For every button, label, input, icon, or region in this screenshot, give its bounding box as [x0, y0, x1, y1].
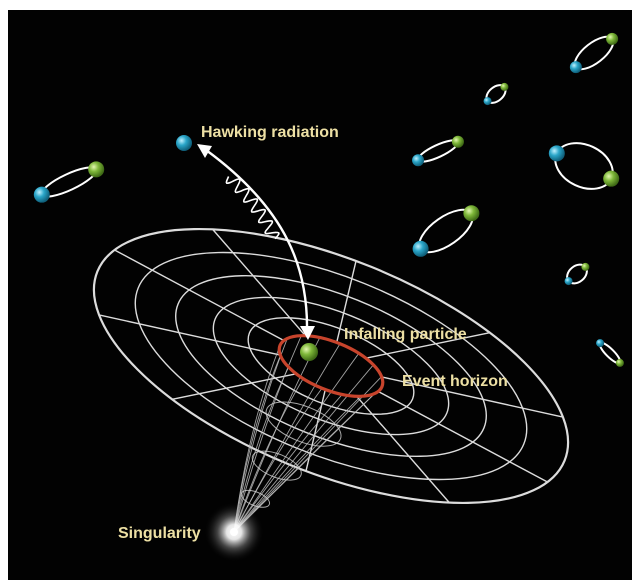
- radiation-wave-icon: [225, 176, 280, 240]
- infalling-particle: [300, 343, 318, 361]
- particle-blue: [483, 97, 492, 106]
- particle-blue: [412, 154, 425, 167]
- particle-blue: [596, 339, 605, 348]
- particle-pair-orbit-icon: [548, 142, 620, 190]
- spacetime-funnel: [92, 227, 570, 533]
- particle-green: [88, 161, 105, 178]
- throat-ring: [251, 450, 302, 481]
- hawking-particle: [176, 135, 192, 151]
- grid-spoke: [305, 389, 326, 472]
- grid-ring: [92, 227, 570, 505]
- particle-green: [463, 205, 480, 222]
- particle-pair-orbit-icon: [412, 135, 464, 167]
- grid-spoke: [172, 373, 297, 401]
- grid-spoke: [356, 395, 450, 504]
- particle-green: [603, 170, 620, 187]
- grid-spoke: [98, 314, 281, 356]
- particle-green: [581, 262, 590, 271]
- orbit-ring: [554, 142, 614, 190]
- event-horizon-ring: [277, 334, 385, 398]
- grid-ring: [212, 296, 450, 436]
- grid-spoke: [336, 260, 357, 343]
- particle-blue: [412, 240, 429, 257]
- particle-pair-orbit-icon: [569, 32, 619, 74]
- grid-spoke: [212, 228, 306, 337]
- throat-ring: [240, 489, 271, 508]
- particle-green: [615, 358, 624, 367]
- arrowhead-up: [197, 144, 212, 158]
- particle-pair-orbit-icon: [483, 82, 509, 106]
- infalling-particle-label: Infalling particle: [344, 326, 467, 343]
- particle-blue: [548, 145, 565, 162]
- grid-ring: [175, 275, 487, 457]
- particle-blue: [564, 277, 573, 286]
- diagram-canvas: Hawking radiation Infalling particle Eve…: [33, 32, 624, 562]
- particle-pair-orbit-icon: [564, 262, 590, 286]
- virtual-particle-pairs: [33, 32, 624, 367]
- particle-pair-orbit-icon: [596, 339, 624, 367]
- arrowhead-down: [300, 326, 315, 340]
- particle-green: [500, 82, 509, 91]
- particle-blue: [569, 61, 582, 74]
- grid-spoke: [365, 331, 490, 359]
- particle-green: [451, 135, 464, 148]
- singularity-label: Singularity: [118, 525, 201, 542]
- particle-green: [606, 32, 619, 45]
- particle-blue: [33, 186, 50, 203]
- grid-ring: [247, 317, 415, 415]
- grid-spoke: [114, 249, 285, 342]
- grid-spoke: [381, 376, 564, 418]
- throat-ring: [265, 401, 342, 447]
- grid-spoke: [377, 390, 548, 483]
- event-horizon-label: Event horizon: [402, 373, 508, 390]
- particle-pair-orbit-icon: [33, 161, 105, 203]
- grid-ring: [134, 251, 528, 481]
- hawking-radiation-label: Hawking radiation: [201, 124, 339, 141]
- singularity-point: [230, 528, 238, 536]
- black-hole-diagram: Hawking radiation Infalling particle Eve…: [8, 10, 632, 580]
- particle-pair-orbit-icon: [412, 205, 480, 257]
- hawking-radiation-arrow: [197, 144, 315, 340]
